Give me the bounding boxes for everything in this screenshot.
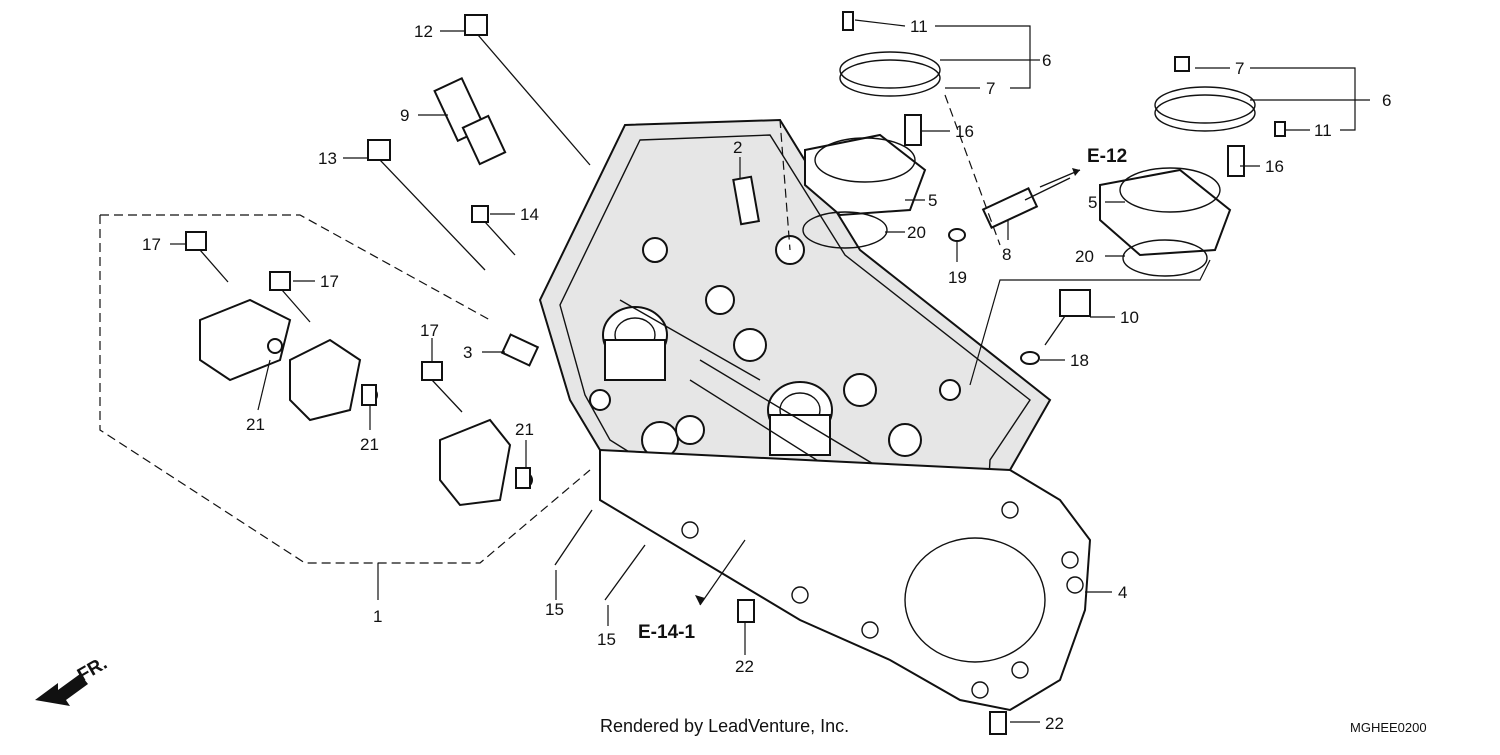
callout-4[interactable]: 4 bbox=[1118, 583, 1127, 602]
callout-15b[interactable]: 15 bbox=[597, 630, 616, 649]
callout-14[interactable]: 14 bbox=[520, 205, 539, 224]
ref-e141[interactable]: E-14-1 bbox=[638, 622, 695, 643]
callout-9[interactable]: 9 bbox=[400, 106, 409, 125]
insulator-right[interactable] bbox=[1099, 167, 1232, 277]
callout-22b[interactable]: 22 bbox=[1045, 714, 1064, 733]
dowel-3[interactable] bbox=[500, 333, 540, 367]
callout-12[interactable]: 12 bbox=[414, 22, 433, 41]
callout-7b[interactable]: 7 bbox=[1235, 59, 1244, 78]
callout-10[interactable]: 10 bbox=[1120, 308, 1139, 327]
bolt-13[interactable] bbox=[367, 139, 486, 271]
callout-16b[interactable]: 16 bbox=[1265, 157, 1284, 176]
e141-arrow bbox=[695, 595, 705, 605]
callout-17a[interactable]: 17 bbox=[142, 235, 161, 254]
bolt-14[interactable] bbox=[471, 205, 516, 256]
callout-11a[interactable]: 11 bbox=[910, 17, 928, 36]
head-gasket-part[interactable] bbox=[599, 448, 1092, 712]
callout-21c[interactable]: 21 bbox=[515, 420, 534, 439]
callout-8[interactable]: 8 bbox=[1002, 245, 1011, 264]
callout-5b[interactable]: 5 bbox=[1088, 193, 1097, 212]
e12-arrow bbox=[1039, 168, 1081, 188]
callout-5a[interactable]: 5 bbox=[928, 191, 937, 210]
callout-15a[interactable]: 15 bbox=[545, 600, 564, 619]
dowel-pins-21-22[interactable] bbox=[361, 384, 1007, 735]
callout-13[interactable]: 13 bbox=[318, 149, 337, 168]
sensors-8-10[interactable] bbox=[904, 114, 1245, 365]
callout-6b[interactable]: 6 bbox=[1382, 91, 1391, 110]
callout-11b[interactable]: 11 bbox=[1314, 121, 1332, 140]
callout-1[interactable]: 1 bbox=[373, 607, 382, 626]
ref-e12[interactable]: E-12 bbox=[1087, 146, 1127, 167]
spark-plug-9[interactable] bbox=[433, 76, 507, 166]
bolt-12[interactable] bbox=[464, 14, 591, 166]
callout-21b[interactable]: 21 bbox=[360, 435, 379, 454]
assembly-outline bbox=[99, 94, 1001, 600]
rendered-by-footer: Rendered by LeadVenture, Inc. bbox=[600, 716, 849, 736]
dowel-2[interactable] bbox=[732, 175, 761, 226]
callout-19[interactable]: 19 bbox=[948, 268, 967, 287]
clamp-left[interactable] bbox=[839, 11, 941, 97]
callout-18[interactable]: 18 bbox=[1070, 351, 1089, 370]
callout-17c[interactable]: 17 bbox=[420, 321, 439, 340]
insulator-left[interactable] bbox=[802, 133, 927, 249]
callout-6a[interactable]: 6 bbox=[1042, 51, 1051, 70]
bolt-17[interactable] bbox=[185, 231, 463, 413]
callout-22a[interactable]: 22 bbox=[735, 657, 754, 676]
callout-17b[interactable]: 17 bbox=[320, 272, 339, 291]
leader-lines bbox=[170, 19, 1370, 723]
diagram-code: MGHEE0200 bbox=[1350, 720, 1427, 735]
clamp-right[interactable] bbox=[1154, 56, 1286, 137]
callout-20a[interactable]: 20 bbox=[907, 223, 926, 242]
callout-20b[interactable]: 20 bbox=[1075, 247, 1094, 266]
callout-2[interactable]: 2 bbox=[733, 138, 742, 157]
studs-15[interactable] bbox=[554, 509, 646, 601]
callout-16a[interactable]: 16 bbox=[955, 122, 974, 141]
callout-7a[interactable]: 7 bbox=[986, 79, 995, 98]
callout-21a[interactable]: 21 bbox=[246, 415, 265, 434]
front-arrow-icon bbox=[35, 674, 88, 706]
camshaft-holder-part[interactable] bbox=[199, 298, 533, 507]
callout-3[interactable]: 3 bbox=[463, 343, 472, 362]
